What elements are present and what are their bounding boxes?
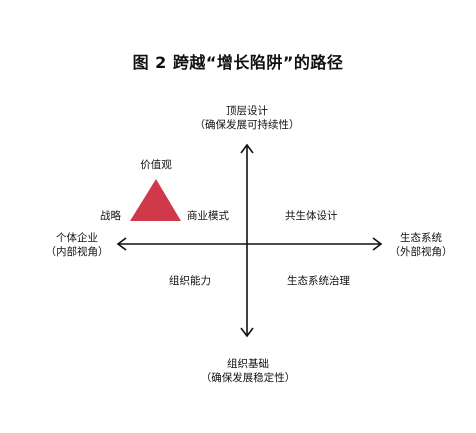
label-values: 价值观 — [140, 159, 172, 171]
label-symbiosis-design: 共生体设计 — [285, 210, 338, 222]
axis-label-top: 顶层设计 （确保发展可持续性） — [195, 104, 300, 132]
label-business-model: 商业模式 — [187, 210, 229, 222]
label-ecosystem-governance: 生态系统治理 — [287, 275, 350, 287]
axis-label-right: 生态系统 （外部视角） — [390, 231, 453, 259]
axis-label-left: 个体企业 （内部视角） — [46, 231, 109, 259]
vertical-axis-bottom-arrow — [240, 327, 254, 338]
axis-bottom-sub: （确保发展稳定性） — [200, 372, 296, 384]
strategy-triangle-shape — [130, 179, 181, 221]
axis-left-label: 个体企业 — [56, 232, 98, 244]
axis-bottom-label: 组织基础 — [227, 358, 269, 370]
horizontal-axis-left-arrow — [116, 237, 127, 251]
vertical-axis-top-arrow — [240, 143, 254, 154]
axis-left-sub: （内部视角） — [45, 246, 109, 258]
horizontal-axis-right-arrow — [372, 237, 383, 251]
axis-right-sub: （外部视角） — [389, 246, 453, 258]
label-strategy: 战略 — [100, 210, 121, 222]
axis-label-bottom: 组织基础 （确保发展稳定性） — [201, 357, 296, 385]
figure-title: 图 2 跨越“增长陷阱”的路径 — [132, 53, 344, 72]
label-org-capability: 组织能力 — [169, 275, 211, 287]
axis-top-label: 顶层设计 — [226, 105, 268, 117]
axis-right-label: 生态系统 — [400, 232, 442, 244]
axis-top-sub: （确保发展可持续性） — [194, 119, 300, 131]
